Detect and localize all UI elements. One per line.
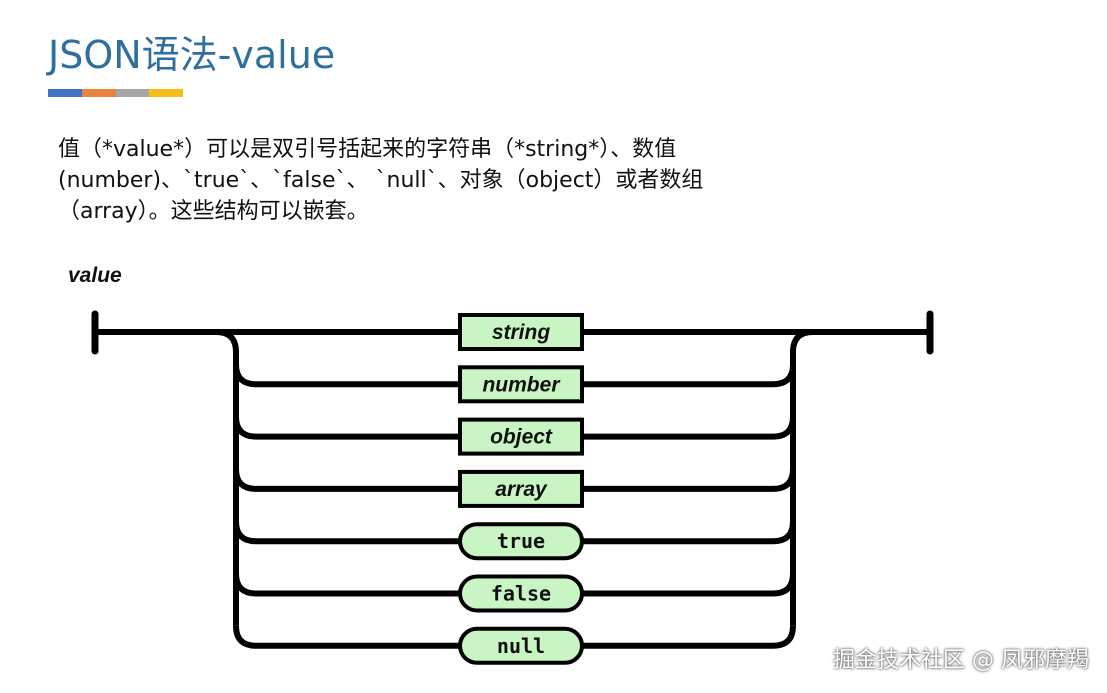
page-title: JSON语法-value — [48, 33, 336, 77]
branch-line-left — [233, 625, 460, 649]
description-line-3: （array）。这些结构可以嵌套。 — [58, 199, 369, 224]
right-branch-rail — [790, 329, 814, 626]
accent-color-bar — [48, 89, 183, 97]
branch-line-right — [582, 573, 796, 597]
accent-gray — [115, 89, 150, 97]
literal-pill — [458, 574, 584, 613]
accent-yellow — [149, 89, 183, 97]
branch-line-left — [233, 364, 460, 388]
description-line-2: (number)、`true`、`false`、 `null`、对象（objec… — [58, 168, 704, 193]
left-branch-rail — [215, 329, 239, 626]
branch-line-right — [582, 468, 796, 492]
branch-line-right — [582, 416, 796, 440]
diagram-item-label: array — [495, 478, 548, 501]
branch-line-right — [582, 521, 796, 545]
diagram-label: value — [68, 264, 122, 287]
literal-pill — [458, 626, 584, 665]
diagram-item-label: object — [490, 426, 553, 449]
type-box — [458, 417, 584, 456]
branch-line-right — [582, 625, 796, 649]
description: 值（*value*）可以是双引号括起来的字符串（*string*）、数值 (nu… — [58, 134, 818, 227]
diagram-item-label: false — [491, 582, 551, 606]
diagram-item-label: null — [497, 634, 545, 658]
branch-line-left — [233, 573, 460, 597]
literal-pill — [458, 522, 584, 561]
branch-line-left — [233, 521, 460, 545]
accent-blue — [48, 89, 82, 97]
type-box — [458, 365, 584, 404]
diagram-item-label: string — [492, 321, 551, 344]
branch-line-left — [233, 416, 460, 440]
branch-line-right — [582, 364, 796, 388]
branch-line-left — [233, 468, 460, 492]
type-box — [458, 313, 584, 351]
watermark: 掘金技术社区 @ 凤邪摩羯 — [833, 648, 1089, 673]
type-box — [458, 469, 584, 508]
description-line-1: 值（*value*）可以是双引号括起来的字符串（*string*）、数值 — [58, 137, 677, 162]
diagram-item-label: true — [497, 529, 545, 553]
diagram-item-label: number — [482, 373, 561, 396]
accent-orange — [81, 89, 116, 97]
